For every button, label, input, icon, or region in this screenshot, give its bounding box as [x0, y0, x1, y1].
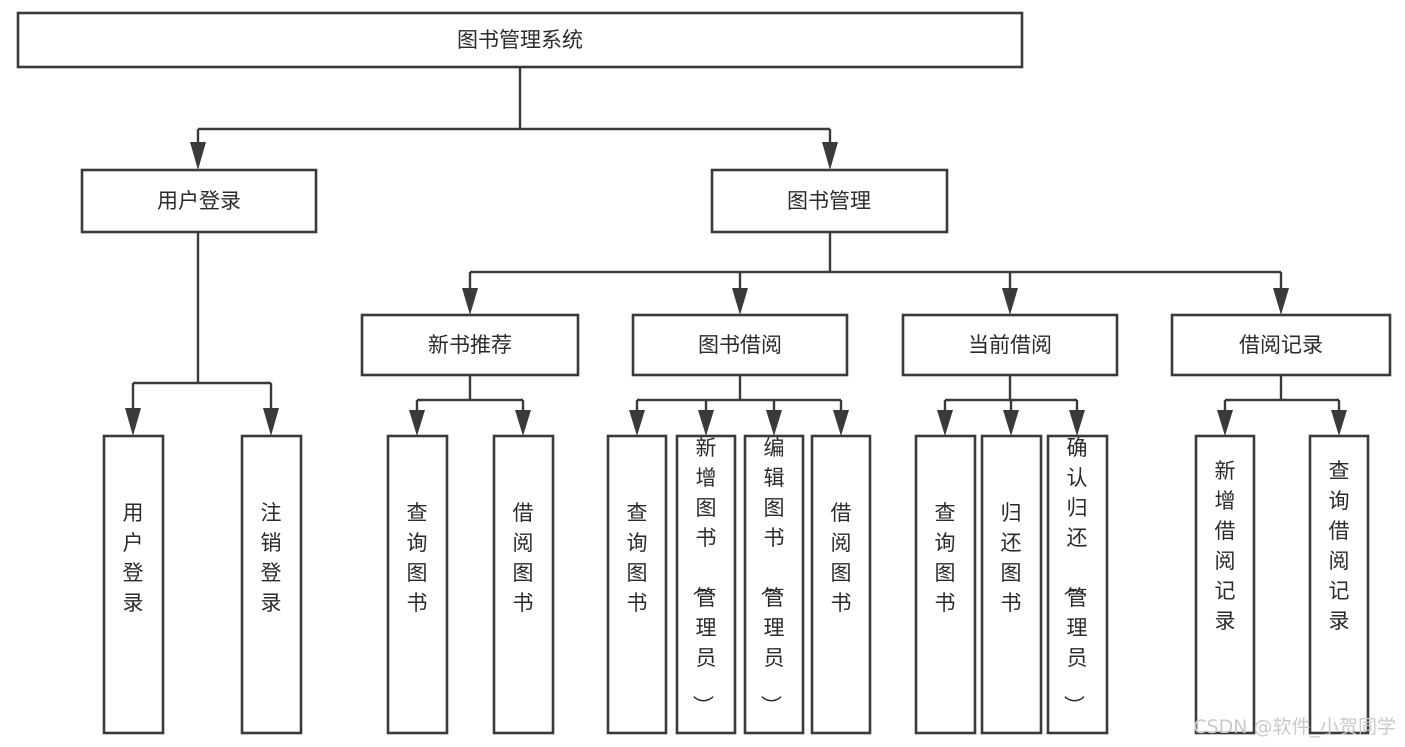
- leaf-user-logout-box[interactable]: [240, 434, 303, 735]
- leaf-query-book-1-label: 查询图书: [407, 501, 428, 615]
- arrow-head-leaf-user-logout: [263, 408, 279, 436]
- arrow-head-leaf-return-book: [1003, 410, 1019, 436]
- node-root[interactable]: 图书管理系统: [16, 11, 1024, 69]
- leaf-confirm-return-label: 确认归还（管理员）: [1062, 436, 1088, 716]
- node-borrow-record[interactable]: 借阅记录: [1170, 313, 1392, 377]
- node-book-manage-label: 图书管理: [787, 189, 871, 213]
- arrow-head-leaf-query-record: [1331, 410, 1347, 436]
- leaf-query-book-3[interactable]: 查询图书: [914, 434, 977, 735]
- arrow-head-leaf-add-book: [698, 410, 714, 436]
- node-book-manage[interactable]: 图书管理: [710, 168, 949, 234]
- arrow-head-leaf-query-book-3: [937, 410, 953, 436]
- leaf-borrow-book-2-label: 借阅图书: [831, 501, 852, 615]
- leaf-borrow-book-1[interactable]: 借阅图书: [492, 434, 555, 735]
- leaf-return-book[interactable]: 归还图书: [980, 434, 1043, 735]
- leaf-query-book-2-box[interactable]: [606, 434, 668, 735]
- node-root-label: 图书管理系统: [457, 28, 583, 52]
- node-current-borrow-label: 当前借阅: [968, 333, 1052, 357]
- leaf-user-login-label: 用户登录: [123, 501, 144, 615]
- arrow-head-leaf-confirm-return: [1069, 410, 1085, 436]
- arrow-head-leaf-borrow-book-2: [833, 410, 849, 436]
- leaf-return-book-box[interactable]: [980, 434, 1043, 735]
- leaf-user-login[interactable]: 用户登录: [102, 434, 165, 735]
- leaf-query-book-3-box[interactable]: [914, 434, 977, 735]
- node-book-borrow-label: 图书借阅: [698, 333, 782, 357]
- leaf-edit-book-box[interactable]: [743, 434, 805, 735]
- node-current-borrow-box[interactable]: [901, 313, 1119, 377]
- node-current-borrow[interactable]: 当前借阅: [901, 313, 1119, 377]
- arrow-head-leaf-edit-book: [766, 410, 782, 436]
- node-new-book-recommend-box[interactable]: [360, 313, 580, 377]
- arrow-head-leaf-add-record: [1217, 410, 1233, 436]
- leaf-add-record-box[interactable]: [1194, 434, 1256, 735]
- node-new-book-recommend-label: 新书推荐: [428, 333, 512, 357]
- node-book-manage-box[interactable]: [710, 168, 949, 234]
- arrow-head-leaf-user-login: [125, 408, 141, 436]
- leaf-add-record[interactable]: 新增借阅记录: [1194, 434, 1256, 735]
- arrow-head-borrow-record: [1273, 288, 1289, 315]
- leaf-query-book-1-box[interactable]: [386, 434, 449, 735]
- leaf-add-record-label: 新增借阅记录: [1215, 459, 1236, 633]
- leaf-query-book-2-label: 查询图书: [627, 501, 648, 615]
- leaf-borrow-book-2[interactable]: 借阅图书: [810, 434, 872, 735]
- leaf-borrow-book-2-box[interactable]: [810, 434, 872, 735]
- node-root-box[interactable]: [16, 11, 1024, 69]
- leaf-borrow-book-1-label: 借阅图书: [513, 501, 534, 615]
- arrow-head-leaf-query-book-2: [629, 410, 645, 436]
- leaf-user-logout-label: 注销登录: [261, 501, 282, 615]
- arrow-head-book-borrow: [732, 288, 748, 315]
- leaf-add-book[interactable]: 新增图书（管理员）: [675, 434, 737, 735]
- csdn-watermark: CSDN @软件_小贺同学: [1193, 716, 1396, 738]
- node-book-borrow-box[interactable]: [631, 313, 849, 377]
- leaf-return-book-label: 归还图书: [1001, 501, 1022, 615]
- leaf-query-record-label: 查询借阅记录: [1329, 459, 1350, 633]
- leaf-query-record-box[interactable]: [1308, 434, 1370, 735]
- leaf-query-book-3-label: 查询图书: [935, 501, 956, 615]
- leaf-add-book-label: 新增图书（管理员）: [691, 436, 717, 716]
- leaf-query-book-1[interactable]: 查询图书: [386, 434, 449, 735]
- leaf-query-book-2[interactable]: 查询图书: [606, 434, 668, 735]
- leaf-add-book-box[interactable]: [675, 434, 737, 735]
- leaf-borrow-book-1-box[interactable]: [492, 434, 555, 735]
- edges-layer: [125, 67, 1347, 436]
- node-user-login-box[interactable]: [80, 168, 318, 234]
- node-user-login-label: 用户登录: [157, 189, 241, 213]
- arrow-head-book-manage: [822, 142, 838, 170]
- arrow-head-user-login: [190, 142, 206, 170]
- node-new-book-recommend[interactable]: 新书推荐: [360, 313, 580, 377]
- leaf-confirm-return[interactable]: 确认归还（管理员）: [1046, 434, 1109, 735]
- leaf-confirm-return-box[interactable]: [1046, 434, 1109, 735]
- node-user-login[interactable]: 用户登录: [80, 168, 318, 234]
- leaf-edit-book-label: 编辑图书（管理员）: [759, 436, 785, 716]
- arrow-head-new-book-recommend: [462, 288, 478, 315]
- leaf-user-login-box[interactable]: [102, 434, 165, 735]
- node-book-borrow[interactable]: 图书借阅: [631, 313, 849, 377]
- leaf-edit-book[interactable]: 编辑图书（管理员）: [743, 434, 805, 735]
- arrow-head-leaf-query-book-1: [409, 410, 425, 436]
- node-borrow-record-label: 借阅记录: [1239, 333, 1323, 357]
- leaf-query-record[interactable]: 查询借阅记录: [1308, 434, 1370, 735]
- node-borrow-record-box[interactable]: [1170, 313, 1392, 377]
- arrow-head-leaf-borrow-book-1: [515, 410, 531, 436]
- leaf-user-logout[interactable]: 注销登录: [240, 434, 303, 735]
- arrow-head-current-borrow: [1002, 288, 1018, 315]
